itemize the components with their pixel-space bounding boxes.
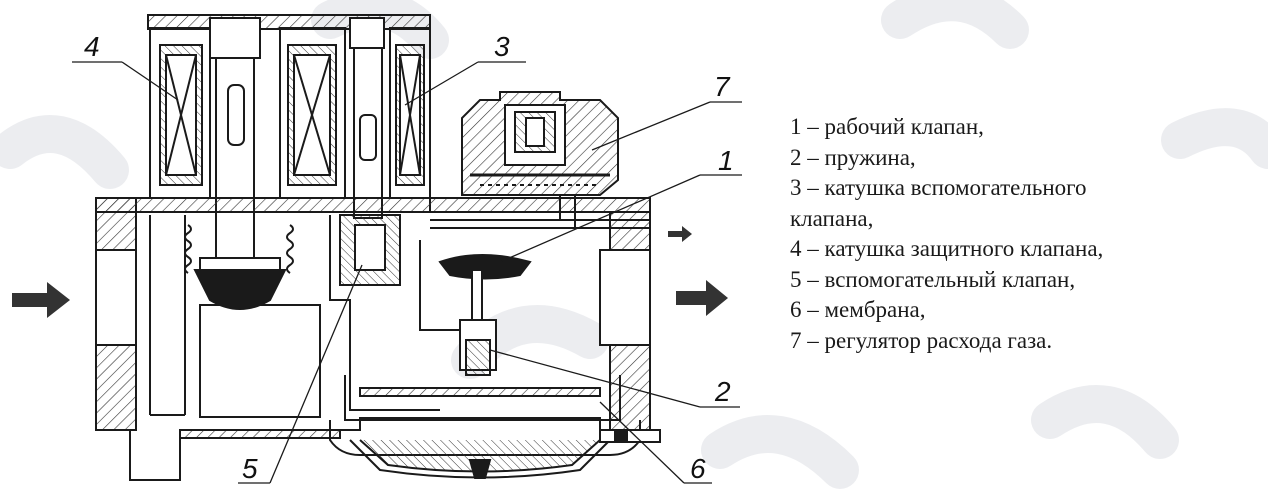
legend-item-5: 5 – вспомогательный клапан, — [790, 266, 1076, 292]
callout-4: 4 — [84, 31, 100, 62]
callout-2: 2 — [714, 376, 731, 407]
callout-3: 3 — [494, 31, 510, 62]
coil-3 — [389, 27, 431, 199]
outlet-arrow — [676, 280, 728, 316]
leader-6 — [599, 401, 685, 484]
legend-item-2: 2 – пружина, — [790, 144, 916, 170]
regulator-outlet-arrow — [668, 226, 692, 242]
legend-item-1: 1 – рабочий клапан, — [790, 114, 984, 139]
leader-2 — [489, 349, 701, 408]
leader-4 — [121, 61, 179, 101]
legend: 1 – рабочий клапан, 2 – пружина, 3 – кат… — [790, 112, 1260, 356]
callout-7: 7 — [714, 71, 731, 102]
legend-item-7: 7 – регулятор расхода газа. — [790, 327, 1053, 353]
legend-item-6: 6 – мембрана, — [790, 297, 926, 322]
coil-4 — [149, 27, 211, 199]
callout-1: 1 — [718, 145, 734, 176]
leader-3 — [404, 61, 479, 106]
leader-7 — [591, 101, 711, 151]
leader-5 — [269, 264, 363, 484]
legend-item-3-cont: клапана, — [790, 205, 874, 231]
top-plate — [147, 14, 431, 30]
callout-5: 5 — [242, 453, 258, 484]
legend-item-3: 3 – катушка вспомогательного — [790, 175, 1087, 200]
callout-6: 6 — [690, 453, 706, 484]
legend-item-4: 4 – катушка защитного клапана, — [790, 236, 1104, 261]
coil-center — [279, 27, 346, 199]
leader-1 — [499, 174, 701, 263]
inlet-arrow — [12, 282, 70, 318]
